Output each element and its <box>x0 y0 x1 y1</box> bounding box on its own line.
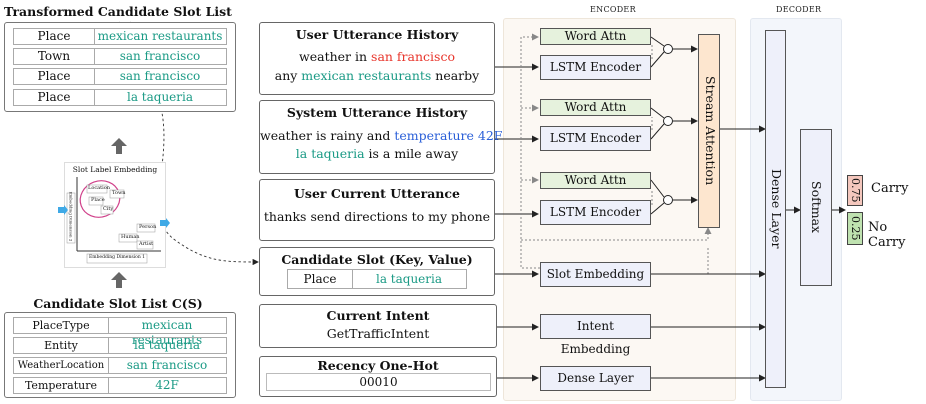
embedding-point-label: Artist <box>139 241 154 247</box>
current-intent-value: GetTrafficIntent <box>326 326 430 341</box>
transformed-row-value: san francisco <box>119 49 201 63</box>
user-history-text: any <box>274 68 302 83</box>
embedding-point-label: Town <box>112 190 126 196</box>
softmax-box: Softmax <box>800 129 832 286</box>
candidate-row-key: Temperature <box>14 378 109 393</box>
user-history-text: weather in <box>299 49 372 64</box>
transformed-row: Place mexican restaurants <box>13 28 227 45</box>
recency-title: Recency One-Hot <box>317 358 439 373</box>
transformed-row: Place la taqueria <box>13 89 227 106</box>
embedding-plot-title: Slot Label Embedding <box>72 165 158 174</box>
candidate-slot-key: Place <box>288 270 353 288</box>
up-arrow-icon <box>111 138 127 154</box>
candidate-slot-box: Candidate Slot (Key, Value) Place la taq… <box>259 247 495 296</box>
carry-label: Carry <box>871 181 909 196</box>
carry-output-cell: 0.75 <box>847 175 863 206</box>
encoder-label: ENCODER <box>590 5 636 14</box>
embedding-y-axis-label: Embedding Dimension 2 <box>68 191 74 242</box>
current-intent-title: Current Intent <box>326 308 430 323</box>
candidate-row-value: mexican restaurants <box>131 318 203 347</box>
user-history-text: nearby <box>431 68 480 83</box>
word-attn-box: Word Attn <box>540 172 651 189</box>
transformed-row-key: Town <box>14 49 95 64</box>
slot-embedding-box: Slot Embedding <box>540 262 651 287</box>
recency-value-field: 00010 <box>266 373 491 391</box>
decoder-label: DECODER <box>776 5 822 14</box>
system-history-box: System Utterance History weather is rain… <box>259 100 502 174</box>
recency-value: 00010 <box>359 375 398 389</box>
system-history-title: System Utterance History <box>286 105 468 120</box>
word-attn-box: Word Attn <box>540 28 651 45</box>
candidate-row-value: la taqueria <box>133 338 201 352</box>
candidate-row: PlaceType mexican restaurants <box>13 317 227 347</box>
encoder-dense-layer-box: Dense Layer <box>540 366 651 391</box>
softmax-label: Softmax <box>809 181 824 234</box>
transformed-list-card: Place mexican restaurants Town san franc… <box>4 22 236 112</box>
candidate-row: Entity la taqueria <box>13 337 227 354</box>
word-attn-box: Word Attn <box>540 99 651 116</box>
system-history-text: is a mile away <box>364 146 459 161</box>
transformed-row-value: la taqueria <box>126 90 194 104</box>
lstm-encoder-box: LSTM Encoder <box>540 200 651 225</box>
user-current-text: thanks send directions to my phone <box>263 209 491 224</box>
carry-value: 0.75 <box>849 178 862 203</box>
transformed-row-value: mexican restaurants <box>97 29 223 43</box>
embedding-point-label: Person <box>139 224 157 230</box>
candidate-list-card: PlaceType mexican restaurants Entity la … <box>4 312 236 398</box>
no-carry-label: No Carry <box>868 220 906 250</box>
user-history-highlight: mexican restaurants <box>301 68 432 83</box>
system-history-highlight: temperature 42F <box>394 128 503 143</box>
candidate-row-key: PlaceType <box>14 318 109 333</box>
candidate-row-key: Entity <box>14 338 109 353</box>
no-carry-output-cell: 0.25 <box>847 212 863 245</box>
embedding-point-label: Location <box>88 185 110 191</box>
no-carry-value: 0.25 <box>849 216 862 241</box>
right-arrow-icon <box>58 205 68 215</box>
right-arrow-icon <box>160 218 170 228</box>
user-history-title: User Utterance History <box>295 27 459 42</box>
current-intent-box: Current Intent GetTrafficIntent <box>259 304 497 348</box>
decoder-dense-layer-label: Dense Layer <box>769 169 784 249</box>
stream-attention-label: Stream Attention <box>703 76 718 186</box>
candidate-row-value: 42F <box>155 378 179 392</box>
system-history-text: weather is rainy and <box>260 128 395 143</box>
system-history-highlight: la taqueria <box>295 146 365 161</box>
lstm-encoder-box: LSTM Encoder <box>540 126 651 151</box>
transformed-row-key: Place <box>14 69 95 84</box>
user-history-line2: any mexican restaurants nearby <box>260 68 494 83</box>
lstm-encoder-box: LSTM Encoder <box>540 55 651 80</box>
user-current-box: User Current Utterance thanks send direc… <box>259 179 495 241</box>
intent-embedding-box: Intent Embedding <box>540 314 651 356</box>
candidate-row: WeatherLocation san francisco <box>13 357 227 374</box>
embedding-point-label: City <box>103 206 114 212</box>
candidate-row-value: san francisco <box>126 358 208 372</box>
transformed-row-key: Place <box>14 90 95 105</box>
transformed-row-key: Place <box>14 29 95 44</box>
user-history-box: User Utterance History weather in san fr… <box>259 22 495 95</box>
embedding-plot: Slot Label Embedding Location Town Place… <box>64 162 166 268</box>
transformed-row-value: san francisco <box>119 69 201 83</box>
embedding-plot-axes <box>66 177 161 264</box>
transformed-row: Place san francisco <box>13 68 227 85</box>
decoder-dense-layer-box: Dense Layer <box>765 30 786 388</box>
system-history-line1: weather is rainy and temperature 42F <box>260 128 502 143</box>
candidate-row-key: WeatherLocation <box>14 358 109 373</box>
user-current-title: User Current Utterance <box>294 186 460 201</box>
candidate-slot-row: Place la taqueria <box>287 269 467 289</box>
candidate-row: Temperature 42F <box>13 377 227 394</box>
transformed-row: Town san francisco <box>13 48 227 65</box>
embedding-point-label: Human <box>121 234 140 240</box>
up-arrow-icon <box>111 272 127 288</box>
recency-box: Recency One-Hot 00010 <box>259 356 497 397</box>
embedding-x-axis-label: Embedding Dimension 1 <box>88 255 146 260</box>
candidate-list-title: Candidate Slot List C(S) <box>33 296 203 311</box>
user-history-highlight: san francisco <box>371 49 455 64</box>
user-history-line1: weather in san francisco <box>260 49 494 64</box>
candidate-slot-title: Candidate Slot (Key, Value) <box>281 252 473 267</box>
stream-attention-box: Stream Attention <box>698 34 720 228</box>
candidate-slot-value: la taqueria <box>375 272 443 286</box>
embedding-point-label: Place <box>91 197 105 203</box>
system-history-line2: la taqueria is a mile away <box>260 146 494 161</box>
